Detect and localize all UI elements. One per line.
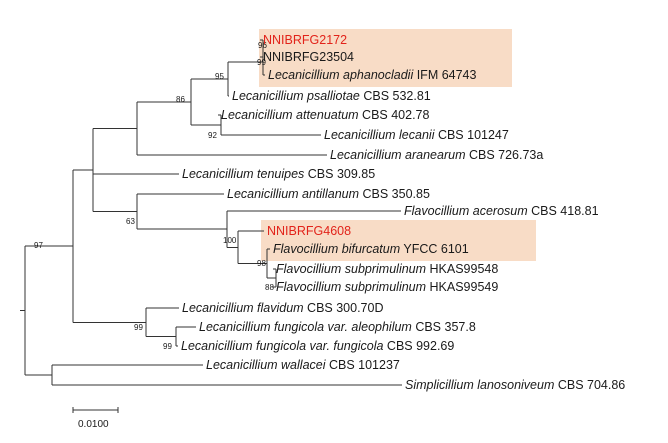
highlight-box-2: [261, 220, 536, 261]
strain-id: CBS 309.85: [304, 167, 375, 181]
taxon-label-l11: NNIBRFG4608: [267, 224, 351, 238]
bootstrap-n99b: 99: [134, 323, 143, 332]
taxon-name: Simplicillium lanosoniveum: [405, 378, 554, 392]
strain-id: HKAS99548: [426, 262, 498, 276]
strain-id: YFCC 6101: [400, 242, 469, 256]
taxon-name: Lecanicillium aphanocladii: [268, 68, 414, 82]
strain-id: NNIBRFG2172: [263, 33, 347, 47]
taxon-label-l1: NNIBRFG2172: [263, 33, 347, 47]
taxon-name: Lecanicillium flavidum: [182, 301, 304, 315]
bootstrap-n99c: 99: [163, 342, 172, 351]
taxon-name: Flavocillium subprimulinum: [276, 280, 426, 294]
taxon-name: Flavocillium bifurcatum: [273, 242, 400, 256]
strain-id: CBS 402.78: [359, 108, 430, 122]
strain-id: CBS 350.85: [359, 187, 430, 201]
taxon-name: Lecanicillium tenuipes: [182, 167, 304, 181]
taxon-label-l6: Lecanicillium lecanii CBS 101247: [324, 128, 509, 142]
strain-id: CBS 532.81: [360, 89, 431, 103]
taxon-label-l17: Lecanicillium fungicola var. fungicola C…: [181, 339, 454, 353]
taxon-label-l8: Lecanicillium tenuipes CBS 309.85: [182, 167, 375, 181]
taxon-name: Lecanicillium psalliotae: [232, 89, 360, 103]
strain-id: NNIBRFG4608: [267, 224, 351, 238]
taxon-label-l18: Lecanicillium wallacei CBS 101237: [206, 358, 400, 372]
taxon-name: Lecanicillium fungicola var. fungicola: [181, 339, 383, 353]
taxon-name: Lecanicillium attenuatum: [221, 108, 359, 122]
strain-id: CBS 300.70D: [304, 301, 384, 315]
taxon-label-l19: Simplicillium lanosoniveum CBS 704.86: [405, 378, 625, 392]
strain-id: CBS 726.73a: [465, 148, 543, 162]
taxon-label-l9: Lecanicillium antillanum CBS 350.85: [227, 187, 430, 201]
strain-id: CBS 418.81: [528, 204, 599, 218]
taxon-name: Flavocillium acerosum: [404, 204, 528, 218]
bootstrap-n88: 88: [265, 283, 274, 292]
taxon-name: Lecanicillium aranearum: [330, 148, 465, 162]
highlight-box-1: [259, 29, 512, 87]
bootstrap-n95: 95: [215, 72, 224, 81]
taxon-label-l4: Lecanicillium psalliotae CBS 532.81: [232, 89, 431, 103]
bootstrap-n97: 97: [34, 241, 43, 250]
taxon-label-l14: Flavocillium subprimulinum HKAS99549: [276, 280, 498, 294]
scale-bar-label: 0.0100: [78, 419, 109, 430]
strain-id: CBS 357.8: [412, 320, 476, 334]
strain-id: CBS 704.86: [554, 378, 625, 392]
bootstrap-n63: 63: [126, 217, 135, 226]
taxon-label-l15: Lecanicillium flavidum CBS 300.70D: [182, 301, 384, 315]
taxon-label-l5: Lecanicillium attenuatum CBS 402.78: [221, 108, 430, 122]
taxon-label-l3: Lecanicillium aphanocladii IFM 64743: [268, 68, 477, 82]
taxon-name: Lecanicillium antillanum: [227, 187, 359, 201]
tree-branches: [20, 39, 402, 386]
taxon-label-l13: Flavocillium subprimulinum HKAS99548: [276, 262, 498, 276]
bootstrap-values: 96 99 95 86 92 63 100 98 88 99 99 97: [34, 41, 274, 351]
taxon-label-l12: Flavocillium bifurcatum YFCC 6101: [273, 242, 469, 256]
strain-id: CBS 101237: [326, 358, 400, 372]
bootstrap-n96: 96: [258, 41, 267, 50]
taxon-label-l7: Lecanicillium aranearum CBS 726.73a: [330, 148, 543, 162]
strain-id: IFM 64743: [413, 68, 476, 82]
taxon-name: Lecanicillium fungicola var. aleophilum: [199, 320, 412, 334]
taxon-label-l2: NNIBRFG23504: [263, 50, 354, 64]
strain-id: NNIBRFG23504: [263, 50, 354, 64]
bootstrap-n98: 98: [257, 259, 266, 268]
taxon-label-l10: Flavocillium acerosum CBS 418.81: [404, 204, 599, 218]
bootstrap-n100: 100: [223, 236, 237, 245]
highlight-boxes: [259, 29, 536, 261]
scale-bar: 0.0100: [72, 407, 119, 430]
strain-id: CBS 992.69: [383, 339, 454, 353]
taxon-name: Lecanicillium lecanii: [324, 128, 436, 142]
bootstrap-n92: 92: [208, 131, 217, 140]
bootstrap-n86: 86: [176, 95, 185, 104]
strain-id: CBS 101247: [434, 128, 508, 142]
taxon-name: Flavocillium subprimulinum: [276, 262, 426, 276]
strain-id: HKAS99549: [426, 280, 498, 294]
taxon-name: Lecanicillium wallacei: [206, 358, 327, 372]
bootstrap-n99a: 99: [257, 58, 266, 67]
taxon-label-l16: Lecanicillium fungicola var. aleophilum …: [199, 320, 476, 334]
